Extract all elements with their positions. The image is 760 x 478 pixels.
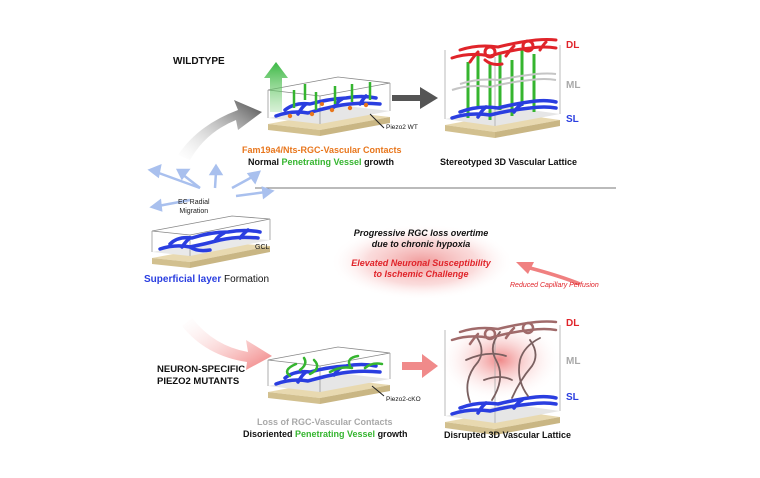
- superficial-layer-caption: Superficial layer Formation: [144, 274, 269, 285]
- mut-sl-label: SL: [566, 392, 579, 403]
- susceptibility-line-2: to Ischemic Challenge: [373, 269, 469, 279]
- perfusion-arrow-shaft: [529, 266, 581, 286]
- hypoxia-glow: [330, 224, 514, 300]
- reduced-perfusion-label: Reduced Capillary Perfusion: [510, 282, 599, 289]
- superficial-layer-block: [151, 215, 271, 268]
- gcl-label: GCL: [255, 244, 270, 251]
- mutant-title-line-1: NEURON-SPECIFIC: [157, 364, 246, 375]
- stereotyped-lattice-label: Stereotyped 3D Vascular Lattice: [440, 157, 578, 167]
- wt-growth-highlight: Penetrating Vessel: [281, 157, 362, 167]
- mut-dl-label: DL: [566, 318, 580, 329]
- wt-growth-label: Normal Penetrating Vessel growth: [248, 157, 394, 167]
- wildtype-title: WILDTYPE: [173, 56, 225, 67]
- superficial-highlight: Superficial layer: [144, 274, 222, 285]
- mut-contacts-label: Loss of RGC-Vascular Contacts: [257, 417, 393, 427]
- ec-radial-migration-label: EC Radial Migration: [178, 198, 210, 216]
- superficial-suffix: Formation: [221, 274, 270, 285]
- piezo2-cko-label: Piezo2-cKO: [386, 396, 421, 403]
- disrupted-lattice-label: Disrupted 3D Vascular Lattice: [444, 430, 572, 440]
- mutant-title-line-2: PIEZO2 MUTANTS: [157, 376, 240, 387]
- hypoxia-text: Progressive RGC loss overtime due to chr…: [336, 228, 506, 250]
- hypoxia-line-2: due to chronic hypoxia: [371, 239, 471, 249]
- hypoxia-line-1: Progressive RGC loss overtime: [353, 228, 489, 238]
- stereotyped-lattice: [444, 38, 561, 138]
- arrow-to-stereotyped-lattice: [392, 87, 438, 109]
- piezo-cko-pointer: [371, 385, 385, 397]
- mut-growth-suffix: growth: [375, 429, 408, 439]
- ec-migration-line-2: Migration: [179, 208, 209, 215]
- wt-dl-label: DL: [566, 40, 580, 51]
- curved-arrow-to-wildtype: [178, 100, 262, 160]
- mutant-title: NEURON-SPECIFIC PIEZO2 MUTANTS: [157, 364, 245, 388]
- arrow-to-disrupted-lattice: [402, 354, 438, 378]
- piezo-wt-pointer: [369, 113, 385, 129]
- radial-migration-arrows: [147, 163, 275, 212]
- piezo2-wt-label: Piezo2 WT: [386, 124, 418, 131]
- perfusion-arrow-head: [516, 262, 534, 274]
- disrupted-lattice: [438, 318, 562, 435]
- mutant-retina-block: [267, 346, 391, 404]
- susceptibility-text: Elevated Neuronal Susceptibility to Isch…: [336, 258, 506, 280]
- mut-ml-label: ML: [566, 356, 581, 367]
- ec-migration-line-1: EC Radial: [178, 199, 210, 206]
- curved-arrow-to-mutant: [182, 318, 272, 370]
- susceptibility-line-1: Elevated Neuronal Susceptibility: [351, 258, 491, 268]
- wt-growth-suffix: growth: [361, 157, 395, 167]
- mut-growth-prefix: Disoriented: [243, 429, 296, 439]
- mut-growth-highlight: Penetrating Vessel: [295, 429, 376, 439]
- wt-ml-label: ML: [566, 80, 581, 91]
- wildtype-retina-block: [267, 76, 391, 136]
- wt-contacts-label: Fam19a4/Nts-RGC-Vascular Contacts: [242, 145, 402, 155]
- wt-sl-label: SL: [566, 114, 579, 125]
- mut-growth-label: Disoriented Penetrating Vessel growth: [243, 429, 408, 439]
- upward-growth-arrow: [264, 62, 288, 112]
- wt-growth-prefix: Normal: [248, 157, 282, 167]
